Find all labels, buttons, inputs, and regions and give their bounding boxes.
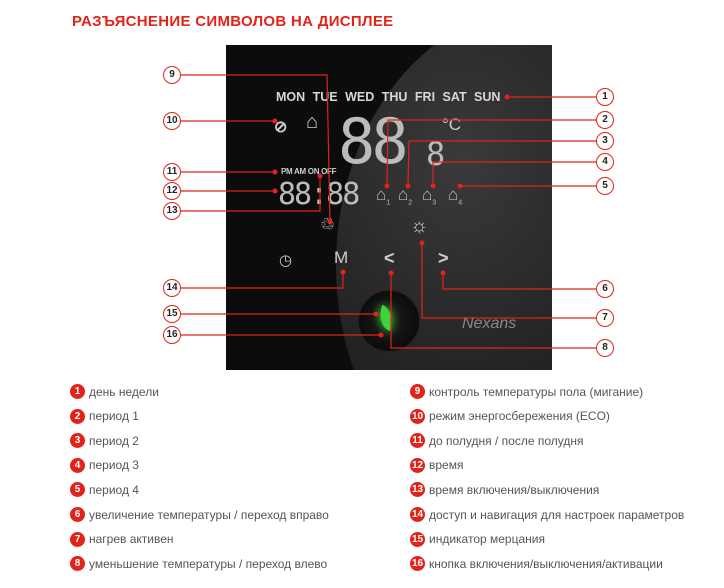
legend-text: период 2 bbox=[89, 433, 139, 448]
callout-5: 5 bbox=[596, 177, 614, 195]
legend-text: период 3 bbox=[89, 458, 139, 473]
decimal-digit: 8 bbox=[426, 135, 446, 173]
callout-16: 16 bbox=[163, 326, 181, 344]
period-4-icon: ⌂4 bbox=[448, 185, 463, 207]
callout-7: 7 bbox=[596, 309, 614, 327]
sun-heating-icon: ☼ bbox=[410, 215, 429, 237]
callout-6: 6 bbox=[596, 280, 614, 298]
decrease-button[interactable]: < bbox=[384, 248, 395, 268]
legend-number: 10 bbox=[410, 408, 425, 424]
legend-item: 16 кнопка включения/выключения/активации bbox=[410, 556, 663, 572]
legend-item: 10 режим энергосбережения (ECO) bbox=[410, 408, 610, 424]
callout-10: 10 bbox=[163, 112, 181, 130]
ampm-onoff-label: PM AM ON OFF bbox=[281, 167, 337, 176]
period-3-icon: ⌂3 bbox=[422, 185, 437, 207]
callout-2: 2 bbox=[596, 111, 614, 129]
floor-home-icon: ⌂ bbox=[306, 111, 319, 133]
legend-item: 1 день недели bbox=[70, 384, 159, 399]
legend-item: 6 увеличение температуры / переход вправо bbox=[70, 507, 329, 522]
legend-item: 8 уменьшение температуры / переход влево bbox=[70, 556, 328, 572]
legend-item: 13 время включения/выключения bbox=[410, 482, 600, 498]
legend-text: период 4 bbox=[89, 482, 139, 497]
legend-text: уменьшение температуры / переход влево bbox=[89, 556, 328, 571]
legend-number: 14 bbox=[410, 507, 425, 522]
legend-number: 13 bbox=[410, 482, 425, 498]
legend-item: 7 нагрев активен bbox=[70, 531, 174, 547]
legend-number: 1 bbox=[70, 384, 85, 399]
floor-sensor-icon: ♲ bbox=[320, 215, 336, 234]
legend-text: доступ и навигация для настроек параметр… bbox=[429, 507, 685, 522]
legend-number: 11 bbox=[410, 433, 425, 449]
legend-text: время включения/выключения bbox=[429, 482, 600, 497]
weekdays: MON TUE WED THU FRI SAT SUN bbox=[276, 90, 501, 104]
legend-item: 12 время bbox=[410, 457, 464, 473]
legend-text: период 1 bbox=[89, 409, 139, 424]
legend-text: увеличение температуры / переход вправо bbox=[89, 507, 329, 522]
thermostat-panel: MON TUE WED THU FRI SAT SUN ⊘ ⌂ 88 °C 8 … bbox=[226, 45, 552, 370]
legend-item: 2 период 1 bbox=[70, 408, 139, 424]
legend-number: 5 bbox=[70, 482, 85, 498]
callout-1: 1 bbox=[596, 88, 614, 106]
callout-4: 4 bbox=[596, 153, 614, 171]
mode-button[interactable]: M bbox=[334, 248, 349, 267]
legend-text: время bbox=[429, 458, 464, 473]
legend-text: контроль температуры пола (мигание) bbox=[429, 384, 644, 399]
legend-number: 6 bbox=[70, 507, 85, 522]
legend-item: 11 до полудня / после полудня bbox=[410, 433, 584, 449]
brand-logo: Nexans bbox=[462, 315, 517, 332]
callout-13: 13 bbox=[163, 202, 181, 220]
period-2-icon: ⌂2 bbox=[398, 185, 413, 207]
clock-icon[interactable]: ◷ bbox=[279, 252, 293, 269]
legend-text: до полудня / после полудня bbox=[429, 433, 584, 448]
legend-number: 3 bbox=[70, 433, 85, 449]
callout-8: 8 bbox=[596, 339, 614, 357]
legend-item: 3 период 2 bbox=[70, 433, 139, 449]
legend-item: 4 период 3 bbox=[70, 457, 139, 473]
legend-number: 2 bbox=[70, 408, 85, 424]
legend-item: 14 доступ и навигация для настроек параме… bbox=[410, 507, 684, 522]
legend-number: 9 bbox=[410, 384, 425, 399]
eco-icon: ⊘ bbox=[274, 119, 288, 136]
legend-text: нагрев активен bbox=[89, 532, 174, 547]
legend-text: кнопка включения/выключения/активации bbox=[429, 556, 663, 571]
legend-item: 15 индикатор мерцания bbox=[410, 531, 545, 547]
legend-number: 8 bbox=[70, 556, 85, 572]
page-title: РАЗЪЯСНЕНИЕ СИМВОЛОВ НА ДИСПЛЕЕ bbox=[72, 13, 394, 30]
legend-text: режим энергосбережения (ECO) bbox=[429, 409, 610, 424]
temperature-display: 88 bbox=[338, 105, 409, 178]
callout-3: 3 bbox=[596, 132, 614, 150]
callout-14: 14 bbox=[163, 279, 181, 297]
legend-number: 7 bbox=[70, 531, 85, 547]
increase-button[interactable]: > bbox=[438, 248, 449, 268]
callout-12: 12 bbox=[163, 182, 181, 200]
period-1-icon: ⌂1 bbox=[376, 185, 391, 207]
legend-number: 16 bbox=[410, 556, 425, 572]
callout-11: 11 bbox=[163, 163, 181, 181]
legend-text: день недели bbox=[89, 384, 159, 399]
callout-15: 15 bbox=[163, 305, 181, 323]
legend-item: 9 контроль температуры пола (мигание) bbox=[410, 384, 643, 399]
clock-display: 88:88 bbox=[278, 177, 360, 212]
legend-number: 15 bbox=[410, 531, 425, 547]
legend-text: индикатор мерцания bbox=[429, 532, 545, 547]
legend-number: 4 bbox=[70, 457, 85, 473]
legend-number: 12 bbox=[410, 457, 425, 473]
legend-item: 5 период 4 bbox=[70, 482, 139, 498]
callout-9: 9 bbox=[163, 66, 181, 84]
